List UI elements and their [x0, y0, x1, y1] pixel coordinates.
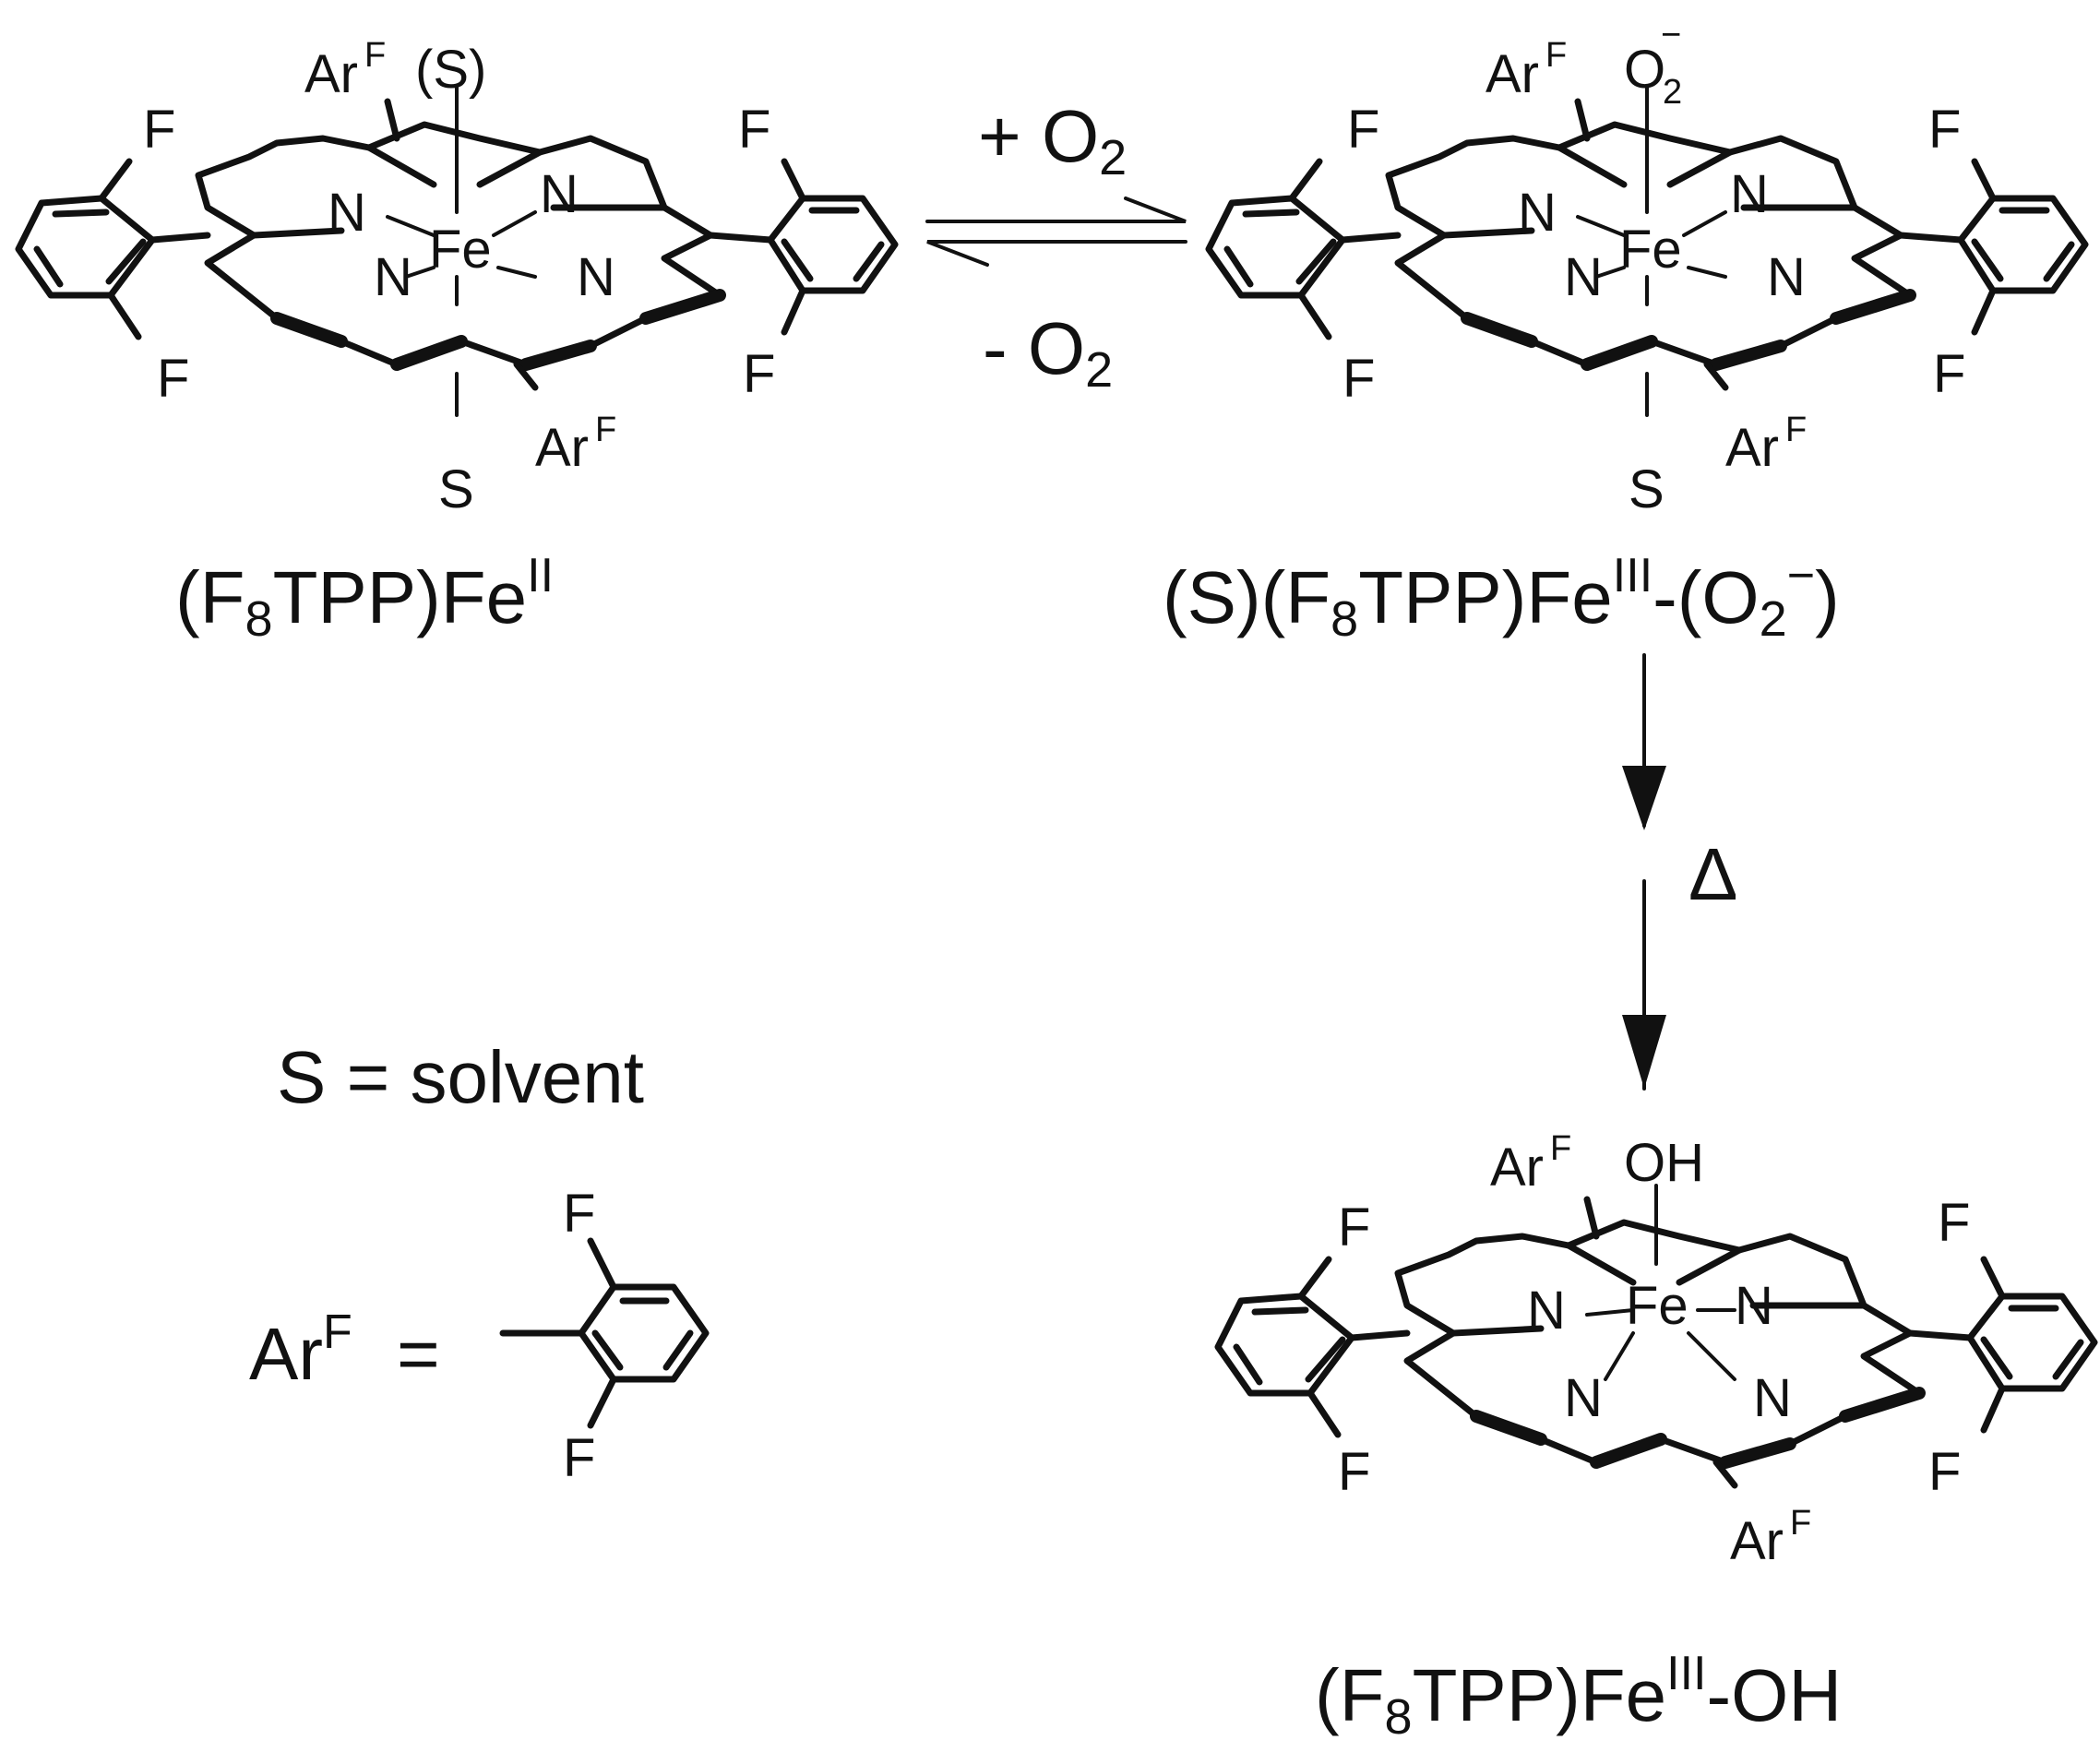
atom-arf-bottom-sup: F	[1785, 411, 1807, 449]
atom-n: N	[577, 247, 615, 307]
atom-solvent-bottom: S	[438, 459, 474, 519]
label-superoxo: (S)(F8TPP)FeIII-(O2−)	[1163, 549, 1840, 647]
atom-arf-top-sup: F	[1550, 1129, 1571, 1168]
atom-f: F	[157, 349, 189, 409]
atom-solvent-top: (S)	[415, 40, 486, 100]
atom-arf-top: Ar	[1486, 44, 1539, 104]
atom-f: F	[1342, 349, 1375, 409]
svg-text:ArF: ArF	[249, 1305, 352, 1395]
reverse-condition: - O2	[983, 307, 1113, 398]
label-fe2: (F8TPP)FeII	[175, 549, 554, 647]
label-hydroxo: (F8TPP)FeIII-OH	[1315, 1647, 1842, 1745]
atom-f: F	[1338, 1442, 1370, 1502]
atom-f: F	[1347, 100, 1379, 160]
atom-arf-top: Ar	[304, 44, 358, 104]
atom-f: F	[563, 1428, 595, 1488]
svg-text:=: =	[397, 1313, 440, 1395]
atom-f: F	[1338, 1198, 1370, 1257]
atom-fe: Fe	[1619, 220, 1682, 280]
atom-arf-top-sup: F	[1545, 36, 1567, 75]
atom-n: N	[1518, 183, 1557, 243]
atom-oxygen-charge: −	[1661, 16, 1681, 54]
atom-f: F	[738, 100, 770, 160]
atom-solvent-bottom: S	[1629, 459, 1664, 519]
atom-f: F	[1933, 344, 1965, 404]
molecule-fe2: Ar F (S) F F F F N N N N Fe S Ar F	[15, 36, 899, 519]
molecule-hydroxo: Ar F OH F F F F N N N N Fe Ar F	[1214, 1129, 2098, 1571]
equilibrium-arrows	[925, 197, 1187, 267]
atom-n: N	[1767, 247, 1806, 307]
atom-arf-bottom: Ar	[535, 418, 589, 478]
atom-fe: Fe	[429, 220, 492, 280]
atom-n: N	[328, 183, 366, 243]
atom-n: N	[1564, 247, 1603, 307]
atom-n: N	[1564, 1368, 1603, 1428]
forward-condition: + O2	[978, 95, 1127, 185]
atom-f: F	[743, 344, 775, 404]
atom-n: N	[1730, 164, 1769, 224]
atom-arf-bottom: Ar	[1725, 418, 1779, 478]
atom-arf-bottom: Ar	[1730, 1511, 1784, 1571]
atom-n: N	[1527, 1281, 1566, 1341]
atom-n: N	[540, 164, 579, 224]
atom-n: N	[1735, 1276, 1773, 1336]
atom-f: F	[1928, 1442, 1961, 1502]
heat-symbol: Δ	[1688, 833, 1737, 915]
atom-fe: Fe	[1626, 1276, 1688, 1336]
atom-hydroxide: OH	[1624, 1133, 1704, 1193]
atom-arf-bottom-sup: F	[1790, 1504, 1811, 1543]
atom-n: N	[1753, 1368, 1792, 1428]
atom-n: N	[374, 247, 412, 307]
atom-f: F	[1928, 100, 1961, 160]
atom-f: F	[1938, 1193, 1970, 1253]
atom-oxygen-sub: 2	[1663, 73, 1682, 112]
atom-f: F	[143, 100, 175, 160]
atom-arf-bottom-sup: F	[595, 411, 616, 449]
heat-arrow	[1622, 653, 1666, 1091]
atom-f: F	[563, 1184, 595, 1244]
molecule-superoxo: Ar F O 2 − F F F F N N N N Fe S Ar F	[1205, 16, 2089, 519]
atom-arf-top: Ar	[1490, 1138, 1544, 1198]
legend-solvent: S = solvent	[277, 1036, 644, 1118]
atom-arf-top-sup: F	[364, 36, 386, 75]
legend-arf: ArF = F F	[249, 1184, 710, 1488]
atom-oxygen: O	[1624, 40, 1665, 100]
